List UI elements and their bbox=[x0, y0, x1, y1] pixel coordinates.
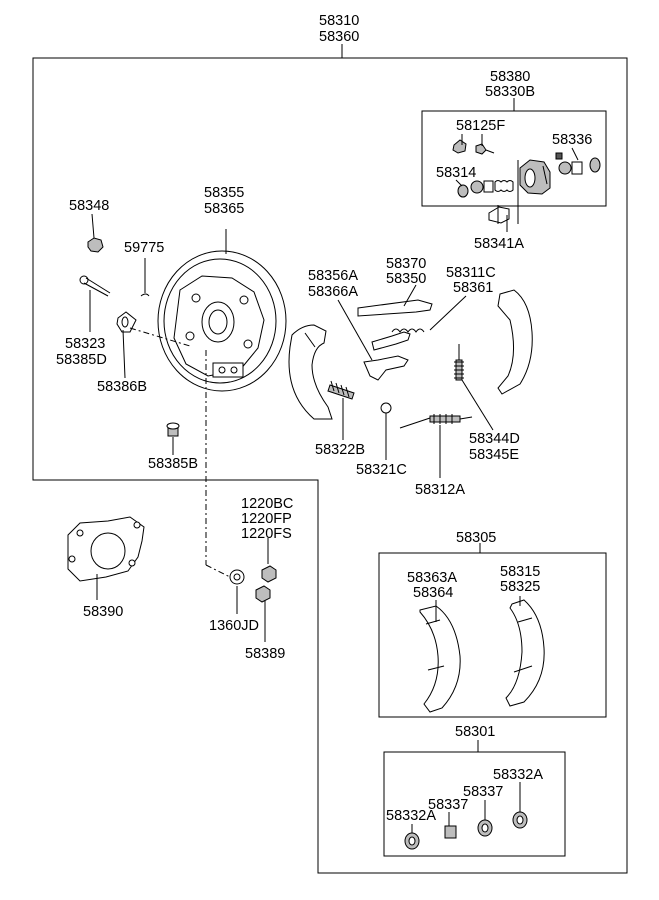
cup-kit-parts bbox=[404, 811, 528, 850]
label-58312A: 58312A bbox=[415, 482, 465, 498]
plug-part bbox=[166, 422, 180, 437]
pin-part bbox=[79, 275, 111, 297]
label-58356A: 58356A bbox=[308, 268, 358, 284]
shim-plate-part bbox=[116, 311, 137, 333]
adjuster-spring-part bbox=[327, 380, 355, 400]
adapter-plate-part bbox=[67, 516, 145, 582]
lower-spring-part bbox=[399, 414, 473, 429]
piston-cup-set-part bbox=[457, 152, 601, 198]
label-1220BC: 1220BC bbox=[241, 496, 293, 512]
label-58364: 58364 bbox=[413, 585, 453, 601]
label-1220FP: 1220FP bbox=[241, 511, 292, 527]
clip-part bbox=[140, 293, 150, 297]
adjuster-strut-part bbox=[357, 299, 433, 351]
label-58361: 58361 bbox=[453, 280, 493, 296]
label-58365: 58365 bbox=[204, 201, 244, 217]
wheel-cylinder-body-part bbox=[519, 159, 551, 195]
label-58344D: 58344D bbox=[469, 431, 520, 447]
brake-shoe-right-part bbox=[497, 289, 533, 395]
label-58310: 58310 bbox=[319, 13, 359, 29]
label-58321C: 58321C bbox=[356, 462, 407, 478]
bleeder-cap-part bbox=[87, 237, 104, 253]
bolt-nut-part bbox=[229, 565, 277, 603]
return-spring-part bbox=[454, 344, 464, 381]
lever-part bbox=[363, 355, 409, 381]
brake-shoe-left-part bbox=[288, 324, 333, 420]
connector-bracket-part bbox=[488, 160, 519, 224]
label-58301: 58301 bbox=[455, 724, 495, 740]
label-58315: 58315 bbox=[500, 564, 540, 580]
label-58380: 58380 bbox=[490, 69, 530, 85]
backing-plate-part bbox=[157, 250, 287, 392]
washer-part bbox=[380, 402, 392, 414]
label-58336: 58336 bbox=[552, 132, 592, 148]
label-58305: 58305 bbox=[456, 530, 496, 546]
label-58389: 58389 bbox=[245, 646, 285, 662]
bleeder-screw-part bbox=[452, 139, 495, 155]
label-58345E: 58345E bbox=[469, 447, 519, 463]
cup-kit-box bbox=[383, 751, 566, 857]
label-58337-right: 58337 bbox=[463, 784, 503, 800]
label-58363A: 58363A bbox=[407, 570, 457, 586]
label-58370: 58370 bbox=[386, 256, 426, 272]
shoe-kit-right-part bbox=[505, 599, 545, 707]
label-58385B: 58385B bbox=[148, 456, 198, 472]
shoe-kit-left-part bbox=[419, 605, 461, 713]
label-58390: 58390 bbox=[83, 604, 123, 620]
label-58360: 58360 bbox=[319, 29, 359, 45]
label-58311C: 58311C bbox=[446, 265, 496, 281]
label-58323: 58323 bbox=[65, 336, 105, 352]
label-58332A-top: 58332A bbox=[493, 767, 543, 783]
part-labels: 58310 58360 58380 58330B 58125F 58336 58… bbox=[56, 13, 592, 824]
label-58350: 58350 bbox=[386, 271, 426, 287]
label-1220FS: 1220FS bbox=[241, 526, 292, 542]
label-58337-left: 58337 bbox=[428, 797, 468, 813]
label-59775: 59775 bbox=[124, 240, 164, 256]
label-58330B: 58330B bbox=[485, 84, 535, 100]
label-58325: 58325 bbox=[500, 579, 540, 595]
label-58314: 58314 bbox=[436, 165, 476, 181]
label-58348: 58348 bbox=[69, 198, 109, 214]
label-58125F: 58125F bbox=[456, 118, 505, 134]
leader-lines bbox=[89, 134, 579, 833]
wheel-cylinder-box bbox=[421, 110, 607, 207]
label-58332A-left: 58332A bbox=[386, 808, 436, 824]
label-58355: 58355 bbox=[204, 185, 244, 201]
label-1360JD: 1360JD bbox=[209, 618, 259, 634]
label-58341A: 58341A bbox=[474, 236, 524, 252]
shoe-kit-box bbox=[378, 552, 607, 718]
label-58386B: 58386B bbox=[97, 379, 147, 395]
label-58385D: 58385D bbox=[56, 352, 107, 368]
label-58366A: 58366A bbox=[308, 284, 358, 300]
label-58322B: 58322B bbox=[315, 442, 365, 458]
assembly-frame bbox=[32, 57, 628, 874]
